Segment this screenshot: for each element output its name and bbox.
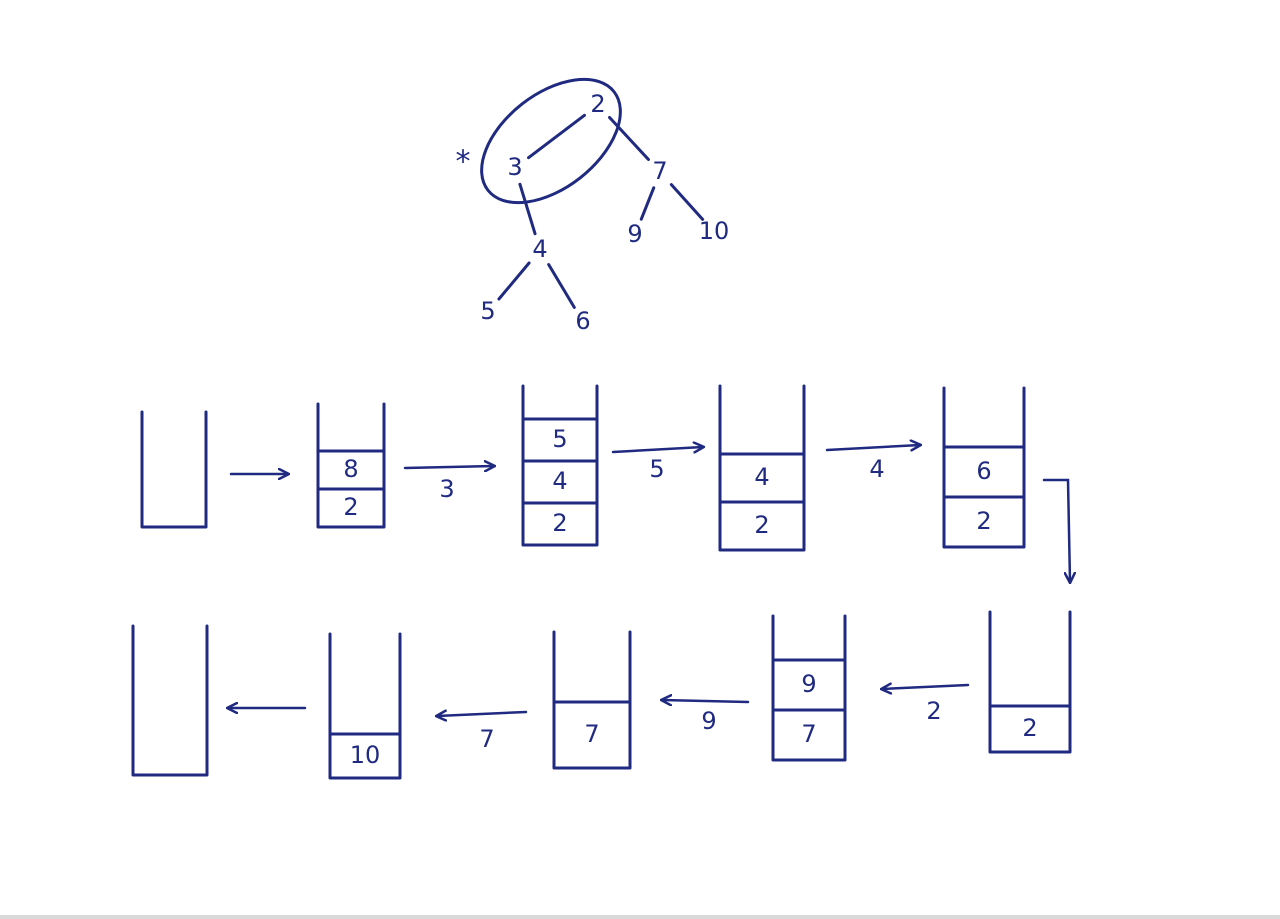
stack-8: 7 xyxy=(552,630,632,770)
tree-edges xyxy=(497,113,705,309)
tree-edge-n2-n7 xyxy=(608,115,650,162)
transition-label: 2 xyxy=(926,697,941,725)
stack-3: 5 4 2 xyxy=(521,384,599,547)
tree-edge-n7-n10 xyxy=(669,183,705,221)
stack-item: 2 xyxy=(976,507,991,535)
stack-container xyxy=(521,384,599,547)
tree-edge-n7-n9 xyxy=(639,186,656,221)
stack-item: 2 xyxy=(1022,714,1037,742)
stack-item: 5 xyxy=(552,425,567,453)
stack-1 xyxy=(140,410,208,529)
stack-item: 4 xyxy=(552,467,567,495)
stack-5: 62 xyxy=(942,386,1026,549)
stack-container xyxy=(131,624,209,777)
stack-container xyxy=(718,384,806,552)
tree-node-10: 10 xyxy=(699,217,730,245)
stack-container xyxy=(140,410,208,529)
tree-node-4: 4 xyxy=(532,235,547,263)
transition-label: 5 xyxy=(649,455,664,483)
transition-arrow xyxy=(437,712,528,716)
stack-item: 6 xyxy=(976,457,991,485)
tree-node-7: 7 xyxy=(652,157,667,185)
transition-arrow xyxy=(403,466,494,468)
transition-arrow xyxy=(1042,478,1070,582)
tree-nodes: 2 3 7 4 9 10 5 6 xyxy=(480,90,729,335)
stack-item: 4 xyxy=(754,463,769,491)
transition-s8-s9: 7 xyxy=(437,712,528,753)
stack-container xyxy=(552,630,632,770)
tree-edge-n4-n5 xyxy=(497,261,531,301)
transition-s2-s3: 3 xyxy=(403,466,494,503)
stack-item: 2 xyxy=(754,511,769,539)
stack-item: 10 xyxy=(350,741,381,769)
stack-container xyxy=(316,402,386,529)
tree-marker: * xyxy=(456,145,471,180)
transition-label: 7 xyxy=(479,725,494,753)
tree-node-3: 3 xyxy=(507,153,522,181)
binary-tree: 2 3 7 4 9 10 5 6 * xyxy=(456,77,729,335)
transition-label: 9 xyxy=(701,707,716,735)
stack-6: 2 xyxy=(988,610,1072,754)
stack-container xyxy=(771,614,847,762)
transition-arrow xyxy=(611,447,703,452)
stack-container xyxy=(942,386,1026,549)
stack-item: 2 xyxy=(552,509,567,537)
transition-s5-s6 xyxy=(1042,478,1070,582)
tree-edge-n4-n6 xyxy=(547,263,576,309)
stack-item: 8 xyxy=(343,455,358,483)
stack-7: 97 xyxy=(771,614,847,762)
highlight-ellipse xyxy=(480,77,622,205)
page-edge-divider xyxy=(0,915,1280,919)
tree-node-9: 9 xyxy=(627,220,642,248)
stack-item: 2 xyxy=(343,493,358,521)
stack-2: 82 xyxy=(316,402,386,529)
stack-10 xyxy=(131,624,209,777)
stack-item: 9 xyxy=(801,670,816,698)
stack-container xyxy=(328,632,402,780)
transition-s7-s8: 9 xyxy=(662,700,750,735)
stack-transitions: 3 5 4 2 9 7 xyxy=(228,445,1070,753)
stack-4: 42 xyxy=(718,384,806,552)
tree-node-5: 5 xyxy=(480,297,495,325)
transition-arrow xyxy=(662,700,750,702)
transition-arrow xyxy=(825,445,920,450)
stack-item: 7 xyxy=(801,720,816,748)
transition-s6-s7: 2 xyxy=(882,685,970,725)
stack-container xyxy=(988,610,1072,754)
stack-item: 7 xyxy=(584,720,599,748)
stack-9: 10 xyxy=(328,632,402,780)
transition-arrow xyxy=(882,685,970,689)
tree-edge-n3-n4 xyxy=(518,182,537,236)
transition-s4-s5: 4 xyxy=(825,445,920,483)
transition-label: 4 xyxy=(869,455,884,483)
transition-s3-s4: 5 xyxy=(611,447,703,483)
transition-label: 3 xyxy=(439,475,454,503)
tree-node-6: 6 xyxy=(575,307,590,335)
tree-edge-n2-n3 xyxy=(527,113,586,160)
tree-node-2: 2 xyxy=(590,90,605,118)
